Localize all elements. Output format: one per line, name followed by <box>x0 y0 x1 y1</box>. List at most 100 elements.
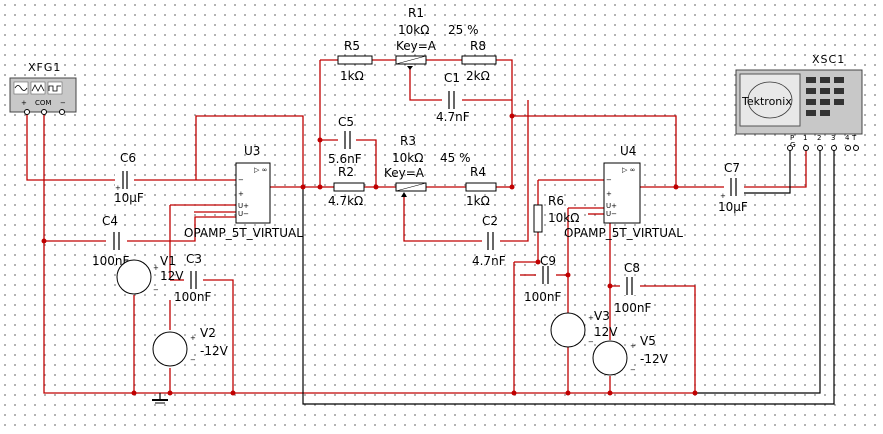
wire-r1-wiper[interactable] <box>409 66 442 101</box>
battery-icon <box>592 340 628 376</box>
c4-ref: C4 <box>102 214 118 228</box>
xsc-terminal[interactable] <box>787 145 793 151</box>
wire-c8-right[interactable] <box>640 285 696 393</box>
v3-pol: − <box>588 338 594 346</box>
wire-u4-fb[interactable] <box>512 115 677 187</box>
junction-dot <box>300 184 306 190</box>
resistor-r2[interactable]: R2 4.7kΩ <box>328 165 365 208</box>
v1-pol: − <box>153 286 159 294</box>
xsc-terminal[interactable] <box>831 145 837 151</box>
junction-dot <box>373 184 379 190</box>
r4-ref: R4 <box>470 165 486 179</box>
u4-pin-label: − <box>606 176 612 184</box>
c8-value: 100nF <box>614 301 652 315</box>
c2-value: 4.7nF <box>472 254 506 268</box>
r3-key: Key=A <box>384 166 425 180</box>
c9-ref: C9 <box>540 254 556 268</box>
capacitor-c2[interactable]: C2 4.7nF <box>472 214 506 268</box>
wire-r8-right[interactable] <box>496 59 513 187</box>
resistor-r8[interactable]: R8 2kΩ <box>461 39 497 83</box>
xsc-terminal[interactable] <box>853 145 859 151</box>
wire-scope-gnd[interactable] <box>695 148 821 394</box>
c7-ref: C7 <box>724 161 740 175</box>
xsc-terminal[interactable] <box>845 145 851 151</box>
u4-pin-label: U+ <box>606 202 617 210</box>
wire-u3-fb[interactable] <box>195 115 304 187</box>
r6-value: 10kΩ <box>548 211 579 225</box>
u3-pin-label: − <box>238 176 244 184</box>
xsc-pin-label: 1 <box>803 134 807 142</box>
opamp-u4[interactable]: U4 ▷ ∞ − + U+ U− OPAMP_5T_VIRTUAL <box>564 144 683 240</box>
potentiometer-r1[interactable]: R1 10kΩ 25 % Key=A <box>395 6 479 70</box>
resistor-r6[interactable]: R6 10kΩ <box>533 194 579 233</box>
r5-ref: R5 <box>344 39 360 53</box>
u3-pin-label: U+ <box>238 202 249 210</box>
capacitor-c4[interactable]: C4 100nF <box>92 214 130 268</box>
c5-value: 5.6nF <box>328 152 362 166</box>
xfg-terminal[interactable] <box>41 109 47 115</box>
wire-c2-right[interactable] <box>500 100 529 242</box>
wire-scope-probe[interactable] <box>740 148 791 194</box>
v5-value: -12V <box>640 352 669 366</box>
r1-key: Key=A <box>396 39 437 53</box>
v5-ref: V5 <box>640 334 656 348</box>
junction-dot <box>230 390 236 396</box>
capacitor-c9[interactable]: C9 100nF <box>524 254 562 304</box>
junction-dot <box>131 390 137 396</box>
voltage-source-v5[interactable]: + − V5 -12V <box>592 334 669 376</box>
capacitor-c3[interactable]: C3 100nF <box>174 252 212 304</box>
xsc-terminal[interactable] <box>817 145 823 151</box>
oscilloscope-xsc1[interactable]: XSC1 Tektronix P G 1 2 3 4 T <box>735 53 863 151</box>
v3-value: 12V <box>594 325 618 339</box>
function-generator-xfg1[interactable]: XFG1 + COM − <box>9 61 77 115</box>
wire-xfg-c6[interactable] <box>26 112 115 181</box>
wire-c7-scope[interactable] <box>744 148 807 188</box>
c4-value: 100nF <box>92 254 130 268</box>
r8-ref: R8 <box>470 39 486 53</box>
r4-value: 1kΩ <box>466 194 490 208</box>
capacitor-c1[interactable]: C1 4.7nF <box>436 71 470 124</box>
xfg-terminal[interactable] <box>24 109 30 115</box>
capacitor-c8[interactable]: C8 100nF <box>614 261 652 315</box>
r1-percent: 25 % <box>448 23 479 37</box>
opamp-u3[interactable]: U3 ▷ ∞ − + U+ U− OPAMP_5T_VIRTUAL <box>184 144 303 240</box>
wire-r3-wiper[interactable] <box>403 196 482 242</box>
voltage-source-v1[interactable]: + − V1 12V <box>116 254 184 295</box>
wiper-arrow-icon <box>407 66 413 70</box>
wire-xfg-com[interactable] <box>43 112 160 394</box>
c1-value: 4.7nF <box>436 110 470 124</box>
opamp-symbol-icon: ▷ ∞ <box>622 166 635 174</box>
xsc-pin-label: P <box>790 134 794 142</box>
junction-dot <box>511 390 517 396</box>
wire-scope-ch1[interactable] <box>302 148 835 405</box>
voltage-source-v3[interactable]: + − V3 12V <box>550 309 618 348</box>
potentiometer-r3[interactable]: R3 10kΩ 45 % Key=A <box>384 134 471 197</box>
voltage-source-v2[interactable]: + − V2 -12V <box>152 326 229 367</box>
opamp-symbol-icon: ▷ ∞ <box>254 166 267 174</box>
resistor-r5[interactable]: R5 1kΩ <box>337 39 373 83</box>
wiper-arrow-icon <box>401 192 407 197</box>
wire-c3-gnd[interactable] <box>203 279 234 393</box>
capacitor-c7[interactable]: C7 + 10μF <box>718 161 748 214</box>
v1-value: 12V <box>160 269 184 283</box>
xfg-terminal[interactable] <box>59 109 65 115</box>
resistor-r4[interactable]: R4 1kΩ <box>465 165 497 208</box>
wire-c4-u3[interactable] <box>127 216 236 242</box>
junction-dot <box>509 184 515 190</box>
xfg-pin-com-label: COM <box>35 99 51 107</box>
c8-ref: C8 <box>624 261 640 275</box>
junction-dot <box>607 390 613 396</box>
junction-dot <box>565 272 571 278</box>
junctions <box>41 113 698 396</box>
wire-c5-right[interactable] <box>356 139 377 187</box>
xsc-terminal[interactable] <box>803 145 809 151</box>
capacitor-c6[interactable]: C6 + 10μF <box>114 151 144 205</box>
v2-pol: + <box>190 334 196 342</box>
junction-dot <box>317 184 323 190</box>
wire-r6-bottom[interactable] <box>514 232 539 263</box>
u4-ref: U4 <box>620 144 636 158</box>
capacitor-c5[interactable]: C5 5.6nF <box>328 115 362 166</box>
v2-value: -12V <box>200 344 229 358</box>
